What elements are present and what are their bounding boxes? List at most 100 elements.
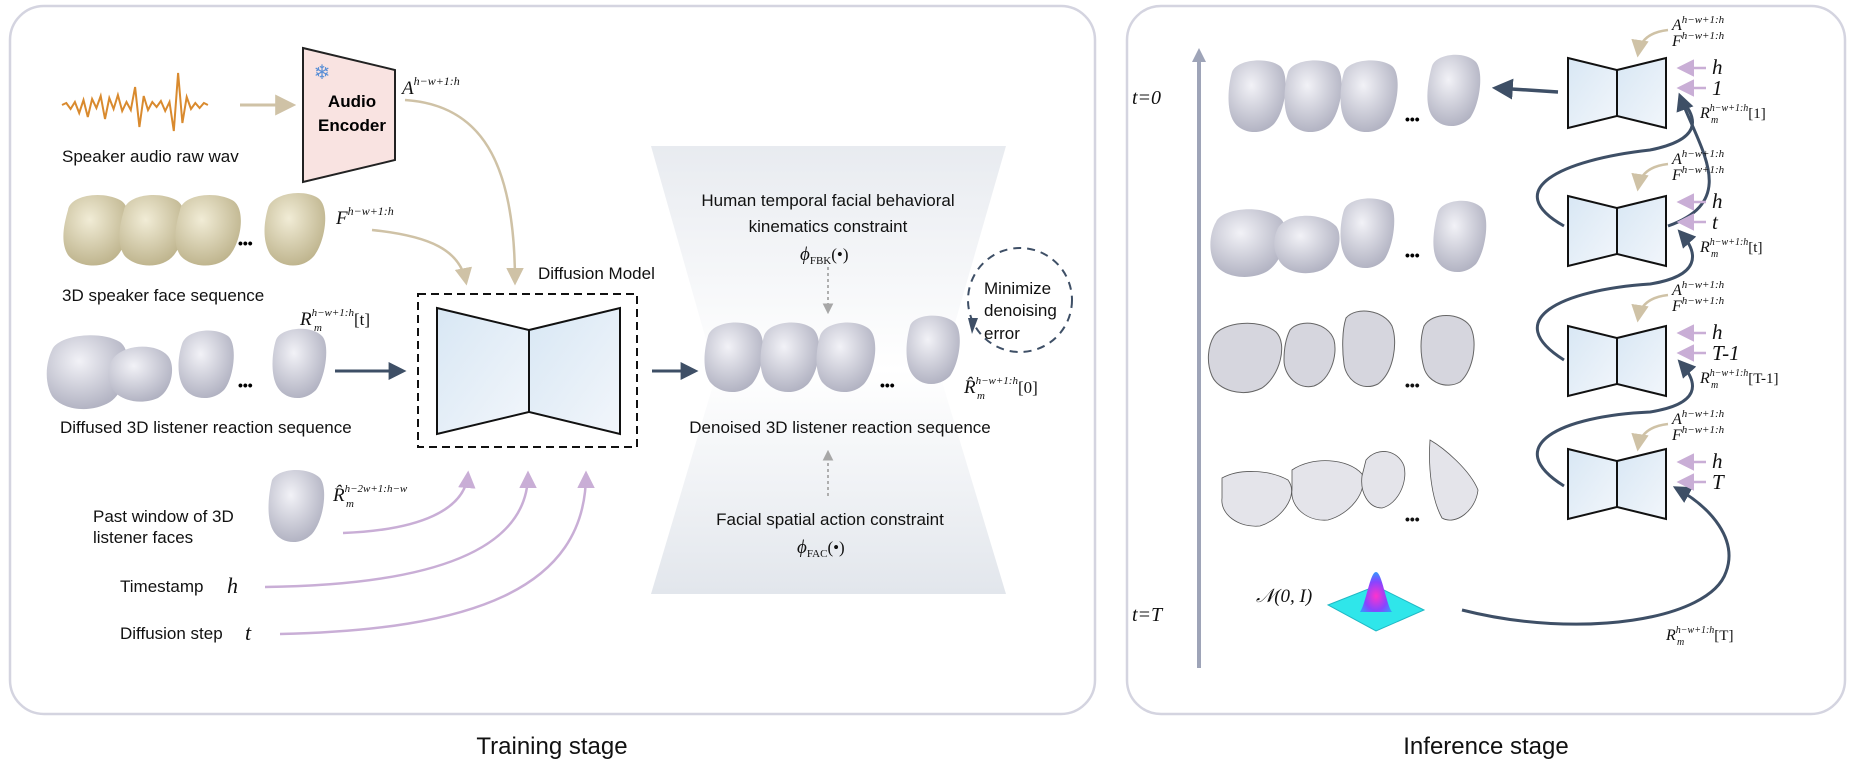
loop-connector-2-1b — [1535, 96, 1694, 228]
listener-face — [760, 322, 820, 393]
cond-audio-symbol: Ah−w+1:h — [1671, 408, 1725, 428]
speaker-face-sequence: ••• — [63, 193, 326, 266]
past-feature-symbol: R̂h−2w+1:h−w — [332, 483, 408, 506]
fac-symbol: ϕFAC(•) — [797, 537, 845, 560]
minimize-label-2: denoising — [984, 301, 1057, 320]
cond-speaker-symbol: Fh−w+1:h — [1671, 295, 1725, 315]
listener-face — [816, 322, 876, 393]
diffusion-step-arrow — [279, 470, 595, 636]
loop-connector-3-2 — [1535, 229, 1697, 362]
diffused-listener-sequence: ••• — [46, 328, 327, 410]
step-r-symbol: Rh−w+1:h[T] — [1665, 625, 1733, 644]
diffusion-model — [417, 293, 638, 448]
denoised-listener-sequence: ••• — [704, 315, 960, 393]
ellipsis: ••• — [1405, 511, 1420, 527]
audio-waveform — [61, 72, 209, 132]
noise-mesh — [1221, 471, 1293, 527]
ellipsis: ••• — [238, 235, 253, 251]
listener-face — [1340, 60, 1398, 133]
ellipsis: ••• — [880, 377, 895, 393]
step-r-sub: m — [1711, 380, 1718, 391]
cond-speaker-symbol: Fh−w+1:h — [1671, 30, 1725, 50]
cond-step-symbol: 1 — [1712, 76, 1723, 100]
cond-audio-symbol: Ah−w+1:h — [1671, 148, 1725, 168]
step-r-sub: m — [1711, 115, 1718, 126]
cond-h-symbol: h — [1712, 55, 1723, 79]
noise-label: 𝒩(0, I) — [1256, 586, 1312, 607]
cond-tan-arrow — [1631, 28, 1669, 58]
past-window-label-2: listener faces — [93, 528, 193, 547]
cond-tan-arrow — [1631, 162, 1669, 192]
diffusion-step-label: Diffusion step — [120, 624, 223, 643]
noise-to-model-arrow — [1461, 486, 1731, 626]
tT-label: t=T — [1132, 604, 1164, 626]
listener-face — [178, 330, 234, 399]
noisy-face — [1207, 322, 1283, 393]
encoder-label-2: Encoder — [318, 116, 386, 135]
diffusion-step-symbol: t — [245, 620, 252, 645]
speaker-feature-arrow — [371, 228, 473, 286]
timestamp-arrow — [264, 470, 537, 589]
timestamp-symbol: h — [227, 573, 238, 598]
noisy-face — [1283, 322, 1336, 388]
past-window-label-1: Past window of 3D — [93, 507, 234, 526]
listener-face — [1340, 198, 1395, 269]
step-conditions-3: Ah−w+1:hFh−w+1:hhT-1Rh−w+1:h[T-1]m — [1631, 279, 1779, 391]
noise-mesh — [1429, 439, 1479, 521]
cond-h-symbol: h — [1712, 449, 1723, 473]
cond-tan-arrow — [1631, 293, 1669, 323]
ellipsis: ••• — [1405, 111, 1420, 127]
listener-face — [268, 469, 325, 543]
step-r-sub: m — [1677, 637, 1684, 648]
inference-row-1-faces: ••• — [1228, 54, 1481, 133]
time-axis-arrowhead — [1192, 48, 1206, 62]
speaker-face — [63, 195, 129, 266]
fbk-label-2: kinematics constraint — [749, 217, 908, 236]
noise-mesh — [1291, 460, 1364, 521]
listener-face — [1427, 54, 1481, 127]
minimize-label-3: error — [984, 324, 1020, 343]
denoised-feature-sub: m — [977, 390, 985, 402]
speaker-face — [175, 195, 241, 266]
inference-model-4 — [1567, 447, 1667, 521]
inference-caption: Inference stage — [1403, 733, 1568, 760]
noise-mesh — [1361, 451, 1406, 509]
listener-face — [1284, 60, 1342, 133]
diffusion-model-label: Diffusion Model — [538, 264, 655, 283]
diffused-label: Diffused 3D listener reaction sequence — [60, 418, 352, 437]
inference-model-1 — [1567, 56, 1667, 130]
cond-step-symbol: T-1 — [1712, 341, 1740, 365]
fbk-symbol: ϕFBK(•) — [800, 244, 849, 267]
cond-step-symbol: t — [1712, 210, 1719, 234]
diffused-feature-symbol: Rh−w+1:h[t] — [299, 307, 370, 330]
step-r-symbol: Rh−w+1:h[1] — [1699, 103, 1766, 122]
denoised-label: Denoised 3D listener reaction sequence — [689, 418, 990, 437]
audio-feature-arrow — [404, 98, 524, 286]
listener-face — [108, 346, 173, 402]
listener-face — [1210, 209, 1286, 277]
inference-model-3 — [1567, 324, 1667, 398]
listener-face — [1228, 60, 1286, 133]
noisy-face — [1420, 315, 1475, 386]
gaussian-noise — [1326, 572, 1426, 632]
model-to-output-arrow — [1491, 78, 1559, 100]
loop-arrowhead — [968, 318, 978, 334]
listener-face — [1433, 200, 1487, 273]
encoder-label-1: Audio — [328, 92, 376, 111]
inference-panel — [1125, 4, 1847, 716]
past-window-arrow — [342, 470, 476, 535]
cond-h-symbol: h — [1712, 320, 1723, 344]
inference-row-4-noise: ••• — [1221, 439, 1479, 527]
cond-audio-symbol: Ah−w+1:h — [1671, 279, 1725, 299]
minimize-label-1: Minimize — [984, 279, 1051, 298]
cond-h-symbol: h — [1712, 189, 1723, 213]
cond-tan-arrow — [1631, 422, 1669, 452]
speaker-face — [264, 193, 326, 266]
noisy-face — [1342, 310, 1396, 387]
fbk-label-1: Human temporal facial behavioral — [701, 191, 954, 210]
snowflake-icon: ❄ — [314, 62, 331, 84]
denoised-feature-symbol: R̂h−w+1:h[0] — [963, 375, 1038, 398]
